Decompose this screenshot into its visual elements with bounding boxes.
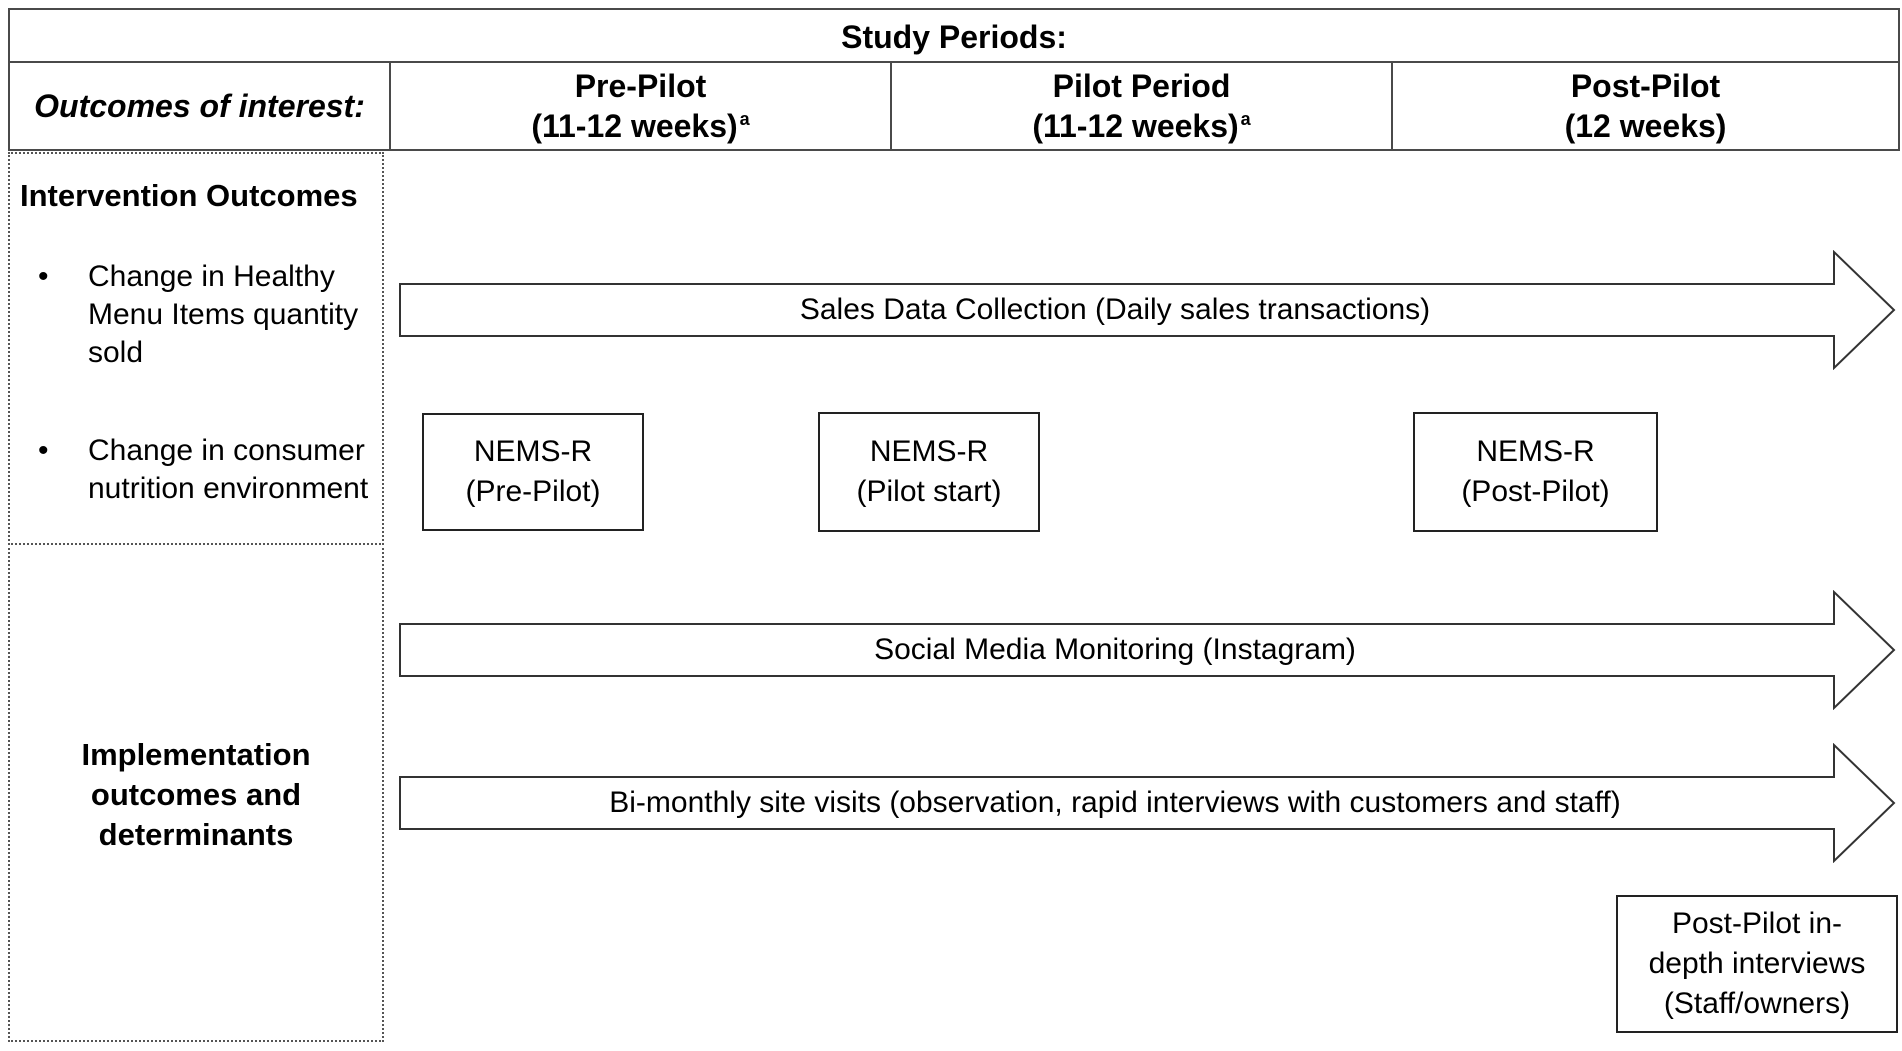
interviews-line: Post-Pilot in- [1671,907,1843,940]
nems-box-subtitle: (Pilot start) [856,475,1002,508]
nems-box-subtitle: (Post-Pilot) [1461,475,1610,508]
nems-box-title: NEMS-R [473,435,593,468]
nems-box-pilot-start: NEMS-R (Pilot start) [818,412,1040,532]
nems-box-subtitle: (Pre-Pilot) [465,475,601,508]
outcomes-header-cell: Outcomes of interest: [8,61,391,151]
bullet-line: Menu Items quantity [88,298,359,331]
arrow-label-site-visits: Bi-monthly site visits (observation, rap… [609,786,1621,819]
period-name: Pilot Period [1052,68,1231,104]
intervention-outcomes-title: Intervention Outcomes [20,178,358,213]
arrow-social-media [399,590,1896,710]
period-name: Post-Pilot [1570,68,1721,104]
intervention-outcomes-panel: Intervention Outcomes • Change in Health… [8,152,384,545]
study-periods-header: Study Periods: [8,8,1900,63]
interviews-line: depth interviews [1648,947,1866,980]
implementation-line: outcomes and [90,777,302,812]
arrow-label-social-media: Social Media Monitoring (Instagram) [874,633,1356,666]
bullet-item: • Change in Healthy Menu Items quantity … [38,258,378,378]
bullet-icon: • [38,434,49,467]
bullet-line: nutrition environment [88,472,369,505]
study-periods-title: Study Periods: [841,18,1067,55]
implementation-line: Implementation [81,737,311,772]
arrow-site-visits [399,743,1896,863]
period-cell-pilot: Pilot Period (11-12 weeks)a [890,61,1393,151]
arrow-label-sales-data: Sales Data Collection (Daily sales trans… [799,293,1431,326]
arrow-sales-data [399,250,1896,370]
footnote-marker: a [1240,109,1251,130]
period-duration: (12 weeks) [1564,108,1727,144]
bullet-icon: • [38,260,49,293]
period-cell-post-pilot: Post-Pilot (12 weeks) [1391,61,1900,151]
bullet-item: • Change in consumer nutrition environme… [38,432,378,512]
footnote-marker: a [739,109,750,130]
period-name: Pre-Pilot [574,68,707,104]
nems-box-post-pilot: NEMS-R (Post-Pilot) [1413,412,1658,532]
implementation-line: determinants [98,817,294,852]
interviews-line: (Staff/owners) [1663,987,1851,1020]
period-duration: (11-12 weeks) [531,108,738,144]
bullet-line: sold [88,336,144,369]
nems-box-title: NEMS-R [1476,435,1595,468]
nems-box-pre-pilot: NEMS-R (Pre-Pilot) [422,413,644,531]
bullet-line: Change in consumer [88,434,365,467]
bullet-line: Change in Healthy [88,260,335,293]
post-pilot-interviews-box: Post-Pilot in- depth interviews (Staff/o… [1616,895,1898,1033]
implementation-panel: Implementation outcomes and determinants [8,543,384,1042]
nems-box-title: NEMS-R [869,435,989,468]
period-duration: (11-12 weeks) [1032,108,1239,144]
period-cell-pre-pilot: Pre-Pilot (11-12 weeks)a [389,61,892,151]
implementation-title: Implementation outcomes and determinants [10,735,382,855]
outcomes-of-interest-label: Outcomes of interest: [34,88,365,124]
